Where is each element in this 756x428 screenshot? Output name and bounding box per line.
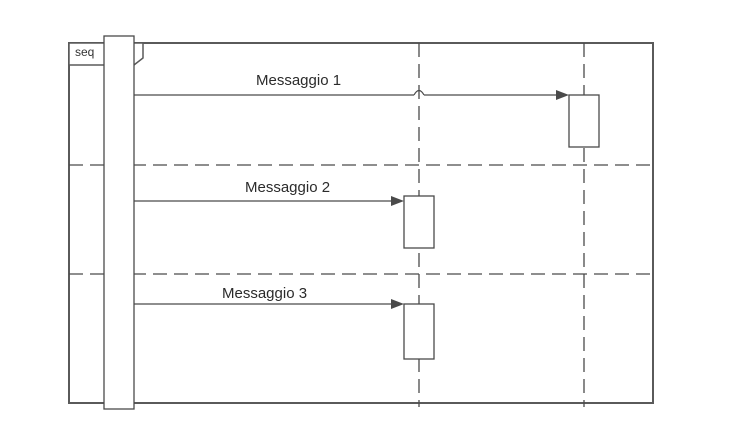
activation-bar-target-1 [568, 94, 600, 148]
message-1: Messaggio 1 [134, 72, 569, 100]
message-3: Messaggio 3 [134, 285, 404, 309]
sequence-frame [68, 42, 654, 404]
activation-bar-target-3 [403, 303, 435, 360]
message-1-arrowhead [556, 90, 569, 100]
message-2-label: Messaggio 2 [245, 179, 330, 196]
activation-bar-target-2 [403, 195, 435, 249]
message-1-label: Messaggio 1 [256, 72, 341, 89]
message-2-arrowhead [391, 196, 404, 206]
message-3-arrowhead [391, 299, 404, 309]
message-2: Messaggio 2 [134, 179, 404, 206]
activation-bar-source [103, 35, 135, 410]
frame-tag-label: seq [75, 45, 94, 59]
message-1-line-jump [413, 89, 425, 96]
message-3-label: Messaggio 3 [222, 285, 307, 302]
